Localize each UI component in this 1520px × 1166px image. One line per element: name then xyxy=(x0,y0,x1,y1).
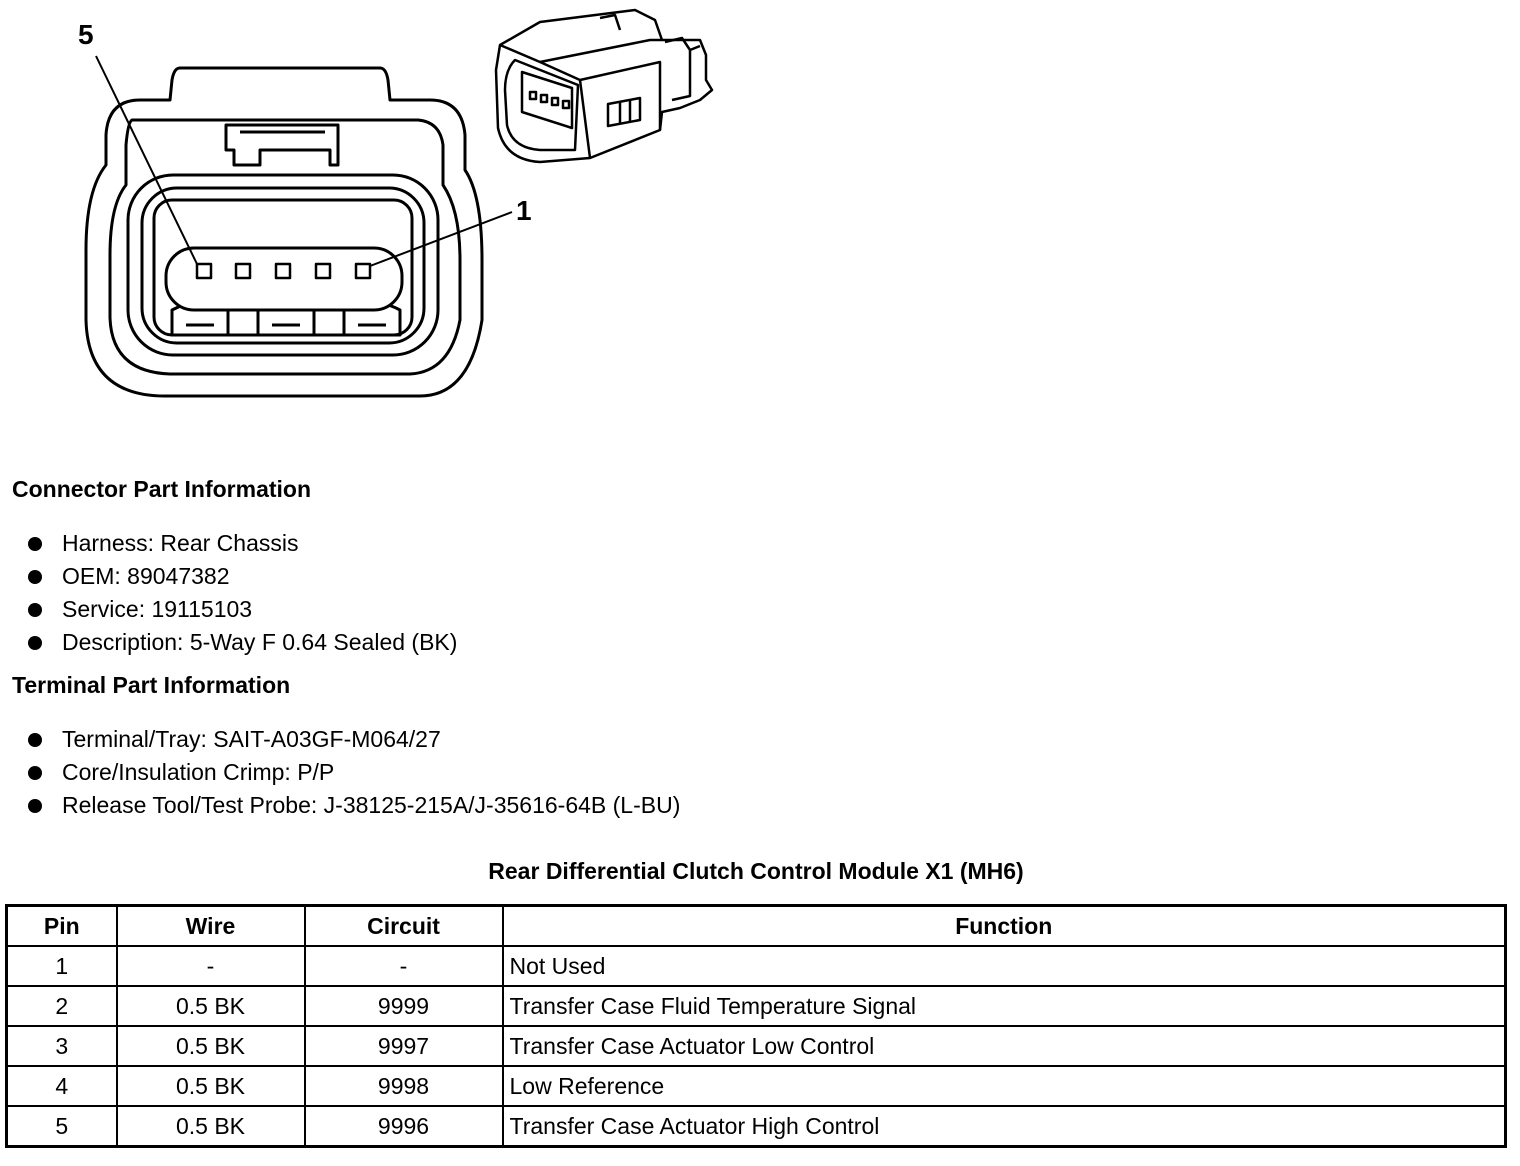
connector-info-title: Connector Part Information xyxy=(12,476,312,502)
bullet-icon xyxy=(28,602,42,617)
seal-ring-inner xyxy=(140,186,426,345)
pin-table-title: Rear Differential Clutch Control Module … xyxy=(488,858,1024,884)
cell-wire: - xyxy=(115,945,306,987)
table-row: 1 - - Not Used xyxy=(5,945,1507,987)
cell-function: Transfer Case Actuator Low Control xyxy=(501,1025,1507,1067)
table-row: 4 0.5 BK 9998 Low Reference xyxy=(5,1065,1507,1107)
list-item: OEM: 89047382 xyxy=(28,560,457,593)
cell-function: Transfer Case Fluid Temperature Signal xyxy=(501,985,1507,1027)
cell-function: Not Used xyxy=(501,945,1507,987)
cell-wire: 0.5 BK xyxy=(115,1105,306,1148)
bullet-icon xyxy=(28,536,42,551)
bullet-icon xyxy=(28,798,42,813)
bullet-icon xyxy=(28,765,42,780)
cell-pin: 2 xyxy=(5,985,118,1027)
cell-pin: 4 xyxy=(5,1065,118,1107)
connector-inner-shell xyxy=(108,118,462,376)
header-pin: Pin xyxy=(5,904,118,947)
list-item: Harness: Rear Chassis xyxy=(28,527,457,560)
table-row: 3 0.5 BK 9997 Transfer Case Actuator Low… xyxy=(5,1025,1507,1067)
terminal-pins xyxy=(195,262,372,280)
cell-function: Transfer Case Actuator High Control xyxy=(501,1105,1507,1148)
cell-circuit: - xyxy=(303,945,504,987)
connector-perspective-view xyxy=(494,8,714,164)
header-circuit: Circuit xyxy=(303,904,504,947)
list-item: Core/Insulation Crimp: P/P xyxy=(28,756,680,789)
bullet-icon xyxy=(28,635,42,650)
seal-ring-outer xyxy=(126,173,440,357)
callout-pin-5: 5 xyxy=(78,19,94,50)
cell-function: Low Reference xyxy=(501,1065,1507,1107)
connector-diagram: 5 1 xyxy=(78,8,714,398)
cell-circuit: 9999 xyxy=(303,985,504,1027)
connector-outer-shell xyxy=(84,66,484,398)
cell-wire: 0.5 BK xyxy=(115,1065,306,1107)
terminal-info-list: Terminal/Tray: SAIT-A03GF-M064/27 Core/I… xyxy=(28,723,680,822)
cell-circuit: 9997 xyxy=(303,1025,504,1067)
callout-leader-5 xyxy=(95,55,198,265)
pin-table: Pin Wire Circuit Function 1 - - Not Used… xyxy=(5,904,1507,1148)
table-row: 5 0.5 BK 9996 Transfer Case Actuator Hig… xyxy=(5,1105,1507,1148)
callout-leader-1 xyxy=(369,211,513,267)
callout-pin-1: 1 xyxy=(516,195,532,226)
cell-pin: 1 xyxy=(5,945,118,987)
bullet-icon xyxy=(28,732,42,747)
list-item: Description: 5-Way F 0.64 Sealed (BK) xyxy=(28,626,457,659)
list-item: Service: 19115103 xyxy=(28,593,457,626)
connector-info-list: Harness: Rear Chassis OEM: 89047382 Serv… xyxy=(28,527,457,659)
connector-latch xyxy=(224,123,340,167)
header-wire: Wire xyxy=(115,904,306,947)
cell-pin: 5 xyxy=(5,1105,118,1148)
cell-circuit: 9998 xyxy=(303,1065,504,1107)
table-header-row: Pin Wire Circuit Function xyxy=(5,904,1507,947)
cell-circuit: 9996 xyxy=(303,1105,504,1148)
terminal-info-title: Terminal Part Information xyxy=(12,672,291,698)
list-item: Release Tool/Test Probe: J-38125-215A/J-… xyxy=(28,789,680,822)
cell-pin: 3 xyxy=(5,1025,118,1067)
table-row: 2 0.5 BK 9999 Transfer Case Fluid Temper… xyxy=(5,985,1507,1027)
cell-wire: 0.5 BK xyxy=(115,1025,306,1067)
header-function: Function xyxy=(501,904,1507,947)
bullet-icon xyxy=(28,569,42,584)
cell-wire: 0.5 BK xyxy=(115,985,306,1027)
list-item: Terminal/Tray: SAIT-A03GF-M064/27 xyxy=(28,723,680,756)
